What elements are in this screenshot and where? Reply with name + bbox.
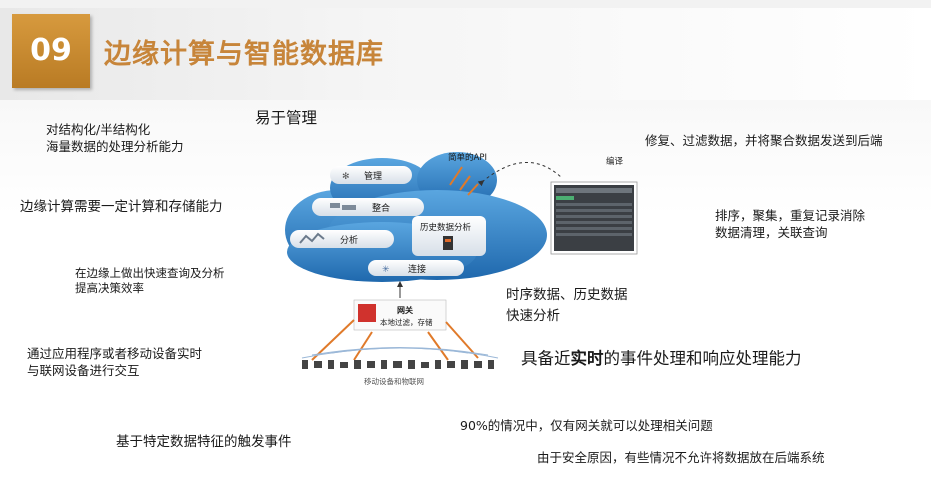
label-interact-line2: 与联网设备进行交互 (27, 363, 140, 378)
gateway-icon (358, 304, 376, 322)
label-edge-compute: 边缘计算需要一定计算和存储能力 (20, 199, 223, 215)
app-screenshot-thumbnail (550, 181, 638, 255)
device-icon (354, 360, 361, 369)
label-timeseries-line2: 快速分析 (506, 308, 560, 324)
chart-icon (299, 232, 325, 244)
label-fast-query-line1: 在边缘上做出快速查询及分析 (75, 266, 225, 280)
device-icon (328, 360, 334, 369)
label-timeseries: 时序数据、历史数据 快速分析 (506, 285, 628, 327)
label-interact: 通过应用程序或者移动设备实时 与联网设备进行交互 (27, 345, 202, 379)
label-structured: 对结构化/半结构化 海量数据的处理分析能力 (46, 121, 184, 155)
label-structured-line2: 海量数据的处理分析能力 (46, 139, 184, 154)
gateway: 网关 本地过滤，存储 (353, 281, 447, 331)
label-sort: 排序，聚集，重复记录消除 数据清理，关联查询 (715, 207, 865, 241)
label-realtime-pre: 具备近 (521, 349, 571, 368)
device-icon (408, 360, 415, 369)
cloud-item-label: 历史数据分析 (420, 222, 472, 233)
cloud-item-label: 整合 (372, 202, 390, 214)
cloud-item-connect: ✳ 连接 (368, 260, 464, 276)
device-icon (340, 362, 348, 368)
device-arrows (301, 319, 499, 361)
label-realtime-post: 的事件处理和响应处理能力 (603, 349, 802, 368)
devices-label: 移动设备和物联网 (364, 376, 424, 386)
label-sort-line2: 数据清理，关联查询 (715, 225, 828, 240)
device-icon (314, 361, 322, 368)
device-icon (381, 360, 387, 369)
label-trigger: 基于特定数据特征的触发事件 (116, 434, 292, 450)
label-realtime-bold: 实时 (570, 349, 604, 368)
cloud-item-analyze: 分析 (290, 230, 394, 248)
gateway-subtitle: 本地过滤，存储 (380, 317, 433, 327)
device-icon (421, 362, 429, 368)
label-sort-line1: 排序，聚集，重复记录消除 (715, 208, 866, 223)
gateway-title: 网关 (397, 305, 413, 315)
device-icon (447, 361, 455, 368)
label-realtime: 具备近实时的事件处理和响应处理能力 (521, 345, 802, 369)
page-title: 边缘计算与智能数据库 (104, 39, 384, 70)
label-gateway-ratio: 90%的情况中，仅有网关就可以处理相关问题 (460, 418, 713, 433)
label-fast-query-line2: 提高决策效率 (75, 281, 144, 295)
edge-architecture-diagram: ✻ 管理 整合 分析 历史数据分析 ✳ 连接 简单的API 编译 (285, 152, 638, 386)
header-band (0, 8, 931, 100)
cloud-item-label: 连接 (408, 263, 426, 275)
gear-icon: ✻ (342, 172, 350, 182)
label-fast-query: 在边缘上做出快速查询及分析 提高决策效率 (75, 266, 225, 296)
device-icon (367, 361, 375, 368)
device-icon (435, 360, 441, 369)
device-icon (474, 361, 482, 368)
device-icon (393, 361, 402, 368)
cloud-item-label: 管理 (364, 170, 382, 182)
label-structured-line1: 对结构化/半结构化 (46, 122, 151, 137)
cloud-item-manage: ✻ 管理 (330, 166, 412, 184)
compile-arrow (477, 162, 563, 187)
device-icon (461, 360, 468, 369)
phone-icon (302, 360, 308, 369)
compile-label: 编译 (606, 156, 624, 167)
section-number-badge: 09 (12, 14, 90, 88)
link-icon (330, 203, 340, 208)
database-icon (443, 236, 453, 250)
section-number: 09 (30, 33, 72, 68)
api-label: 简单的API (448, 152, 487, 163)
hub-icon: ✳ (382, 265, 390, 275)
label-timeseries-line1: 时序数据、历史数据 (506, 287, 628, 303)
devices-row (302, 360, 494, 369)
label-security: 由于安全原因，有些情况不允许将数据放在后端系统 (537, 450, 825, 465)
device-icon (488, 360, 494, 369)
label-easy-manage: 易于管理 (255, 109, 318, 127)
api-arrows: 简单的API (448, 152, 487, 196)
cloud-item-history: 历史数据分析 (412, 216, 486, 256)
label-repair: 修复、过滤数据，并将聚合数据发送到后端 (645, 133, 883, 148)
cloud-item-label: 分析 (340, 234, 358, 246)
cloud-item-integrate: 整合 (312, 198, 424, 216)
label-interact-line1: 通过应用程序或者移动设备实时 (27, 346, 203, 361)
